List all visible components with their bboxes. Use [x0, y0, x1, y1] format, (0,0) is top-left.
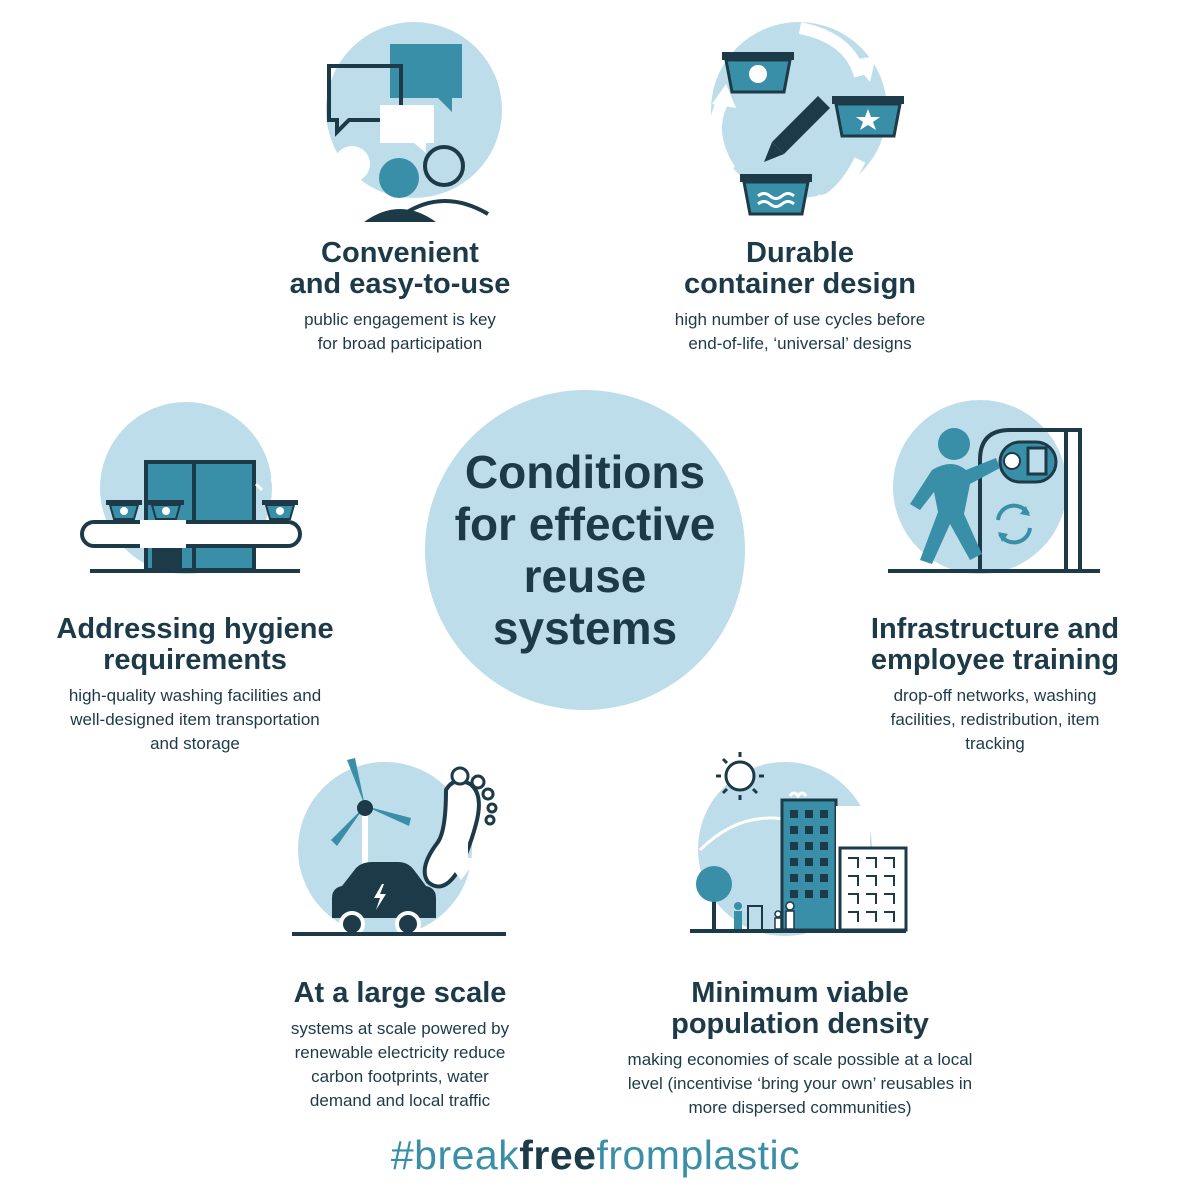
desc-line: carbon footprints, water — [311, 1067, 489, 1086]
title-line: Infrastructure and — [870, 613, 1120, 645]
desc-line: high-quality washing facilities and — [68, 686, 322, 705]
wind-car-footprint-icon — [292, 758, 506, 937]
density-title: Minimum viable population density — [580, 978, 1020, 1040]
center-circle: Conditions for effective reuse systems — [425, 390, 745, 710]
center-title: Conditions for effective reuse systems — [455, 446, 716, 654]
title-line: Minimum viable — [691, 977, 909, 1009]
infrastructure-title: Infrastructure and employee training — [840, 614, 1150, 676]
desc-line: public engagement is key — [304, 310, 496, 329]
hashtag: #breakfreefromplastic — [0, 1132, 1191, 1179]
center-title-line: Conditions — [464, 446, 706, 498]
hygiene-desc: high-quality washing facilities and well… — [20, 684, 370, 756]
desc-line: facilities, redistribution, item — [890, 710, 1100, 729]
desc-line: level (incentivise ‘bring your own’ reus… — [627, 1074, 973, 1093]
hygiene-title: Addressing hygiene requirements — [20, 614, 370, 676]
container-cycle-icon — [710, 22, 904, 216]
desc-line: drop-off networks, washing — [893, 686, 1097, 705]
desc-line: tracking — [965, 734, 1025, 753]
convenient-title: Convenient and easy-to-use — [250, 238, 550, 300]
washing-conveyor-icon — [80, 460, 304, 573]
title-line: population density — [671, 1008, 929, 1040]
title-line: Convenient — [321, 237, 479, 269]
desc-line: high number of use cycles before — [674, 310, 926, 329]
infrastructure-block: Infrastructure and employee training dro… — [840, 614, 1150, 756]
hygiene-block: Addressing hygiene requirements high-qua… — [20, 614, 370, 756]
durable-block: Durable container design high number of … — [630, 238, 970, 356]
desc-line: renewable electricity reduce — [294, 1043, 506, 1062]
center-title-line: reuse — [523, 550, 647, 602]
desc-line: for broad participation — [317, 334, 483, 353]
scale-title: At a large scale — [240, 978, 560, 1009]
desc-line: more dispersed communities) — [688, 1098, 912, 1117]
scale-block: At a large scale systems at scale powere… — [240, 978, 560, 1113]
desc-line: and storage — [150, 734, 240, 753]
title-line: and easy-to-use — [289, 268, 511, 300]
title-line: employee training — [870, 644, 1120, 676]
hashtag-part3: fromplastic — [596, 1132, 801, 1178]
center-title-line: for effective — [454, 498, 716, 550]
desc-line: making economies of scale possible at a … — [627, 1050, 973, 1069]
desc-line: systems at scale powered by — [290, 1019, 510, 1038]
hashtag-part2: free — [519, 1132, 597, 1178]
title-line: requirements — [103, 644, 287, 676]
title-line: Durable — [746, 237, 854, 269]
infrastructure-desc: drop-off networks, washing facilities, r… — [840, 684, 1150, 756]
desc-line: demand and local traffic — [309, 1091, 491, 1110]
scale-desc: systems at scale powered by renewable el… — [240, 1017, 560, 1113]
hashtag-part1: #break — [390, 1132, 520, 1178]
durable-title: Durable container design — [630, 238, 970, 300]
center-title-line: systems — [492, 602, 678, 654]
density-block: Minimum viable population density making… — [580, 978, 1020, 1120]
city-buildings-icon — [690, 752, 908, 933]
title-line: At a large scale — [293, 977, 507, 1009]
density-desc: making economies of scale possible at a … — [580, 1048, 1020, 1120]
desc-line: well-designed item transportation — [70, 710, 320, 729]
convenient-block: Convenient and easy-to-use public engage… — [250, 238, 550, 356]
title-line: Addressing hygiene — [56, 613, 334, 645]
title-line: container design — [683, 268, 917, 300]
convenient-desc: public engagement is key for broad parti… — [250, 308, 550, 356]
desc-line: end-of-life, ‘universal’ designs — [688, 334, 912, 353]
return-machine-icon — [888, 428, 1100, 573]
durable-desc: high number of use cycles before end-of-… — [630, 308, 970, 356]
chat-people-icon — [318, 44, 490, 222]
